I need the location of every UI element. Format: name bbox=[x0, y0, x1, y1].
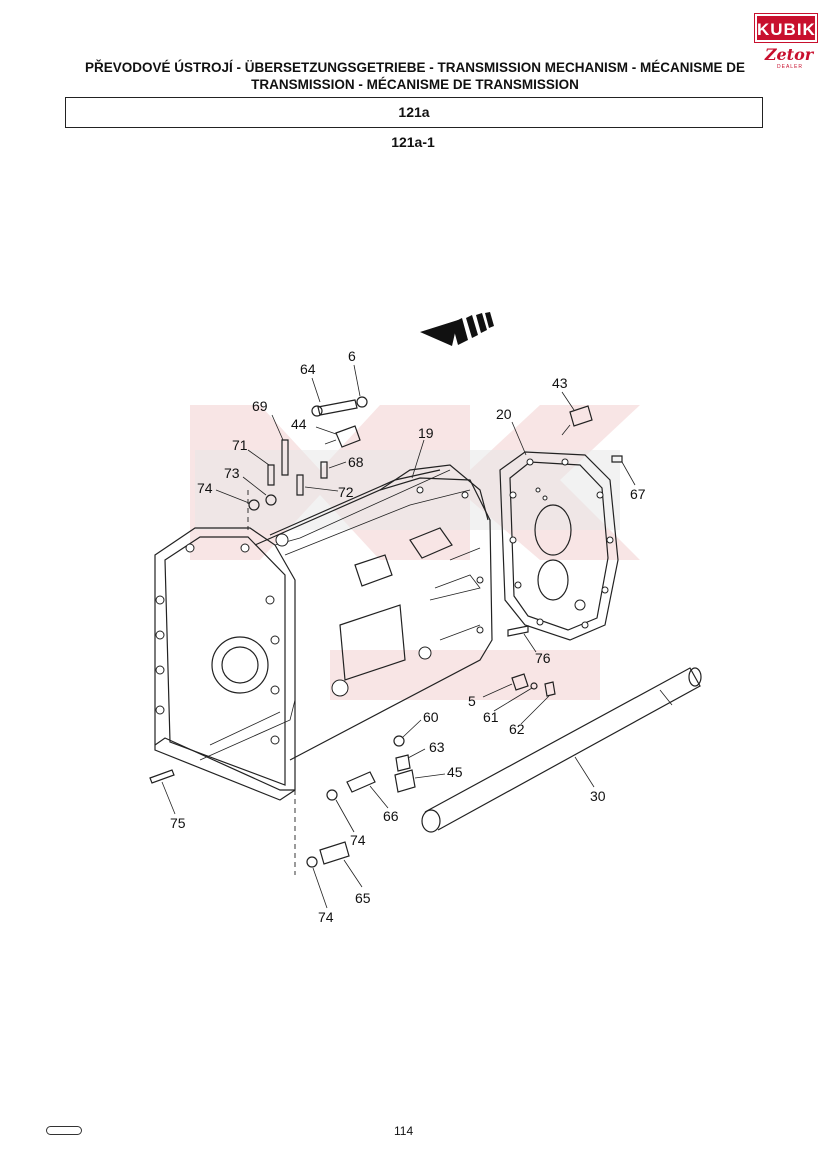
part-label-19: 19 bbox=[418, 425, 434, 441]
part-label-62: 62 bbox=[509, 721, 525, 737]
part-label-71: 71 bbox=[232, 437, 248, 453]
figure-id: 121a-1 bbox=[391, 134, 435, 150]
title-line-1: PŘEVODOVÉ ÚSTROJÍ - ÜBERSETZUNGSGETRIEBE… bbox=[84, 60, 746, 75]
part-label-61: 61 bbox=[483, 709, 499, 725]
section-number-box: 121a bbox=[65, 97, 763, 128]
part-label-73: 73 bbox=[224, 465, 240, 481]
part-label-45: 45 bbox=[447, 764, 463, 780]
page-number: 114 bbox=[394, 1124, 414, 1138]
part-label-64: 64 bbox=[300, 361, 316, 377]
part-label-75: 75 bbox=[170, 815, 186, 831]
part-label-72: 72 bbox=[338, 484, 354, 500]
part-label-69: 69 bbox=[252, 398, 268, 414]
page-title: PŘEVODOVÉ ÚSTROJÍ - ÜBERSETZUNGSGETRIEBE… bbox=[60, 59, 770, 93]
part-label-74-bottom: 74 bbox=[318, 909, 334, 925]
kubik-logo-text: KUBIK bbox=[755, 14, 817, 42]
part-label-66: 66 bbox=[383, 808, 399, 824]
leader-lines bbox=[161, 364, 636, 909]
part-label-68: 68 bbox=[348, 454, 364, 470]
part-label-63: 63 bbox=[429, 739, 445, 755]
part-label-43: 43 bbox=[552, 375, 568, 391]
part-label-5: 5 bbox=[468, 693, 476, 709]
dealer-watermark bbox=[190, 405, 640, 700]
part-label-30: 30 bbox=[590, 788, 606, 804]
part-label-6: 6 bbox=[348, 348, 356, 364]
small-parts bbox=[149, 396, 623, 875]
part-label-44: 44 bbox=[291, 416, 307, 432]
part-label-60: 60 bbox=[423, 709, 439, 725]
zetor-logo-text: Zetor bbox=[764, 45, 814, 64]
transmission-housing bbox=[154, 464, 493, 801]
dealer-logo-text: DEALER bbox=[777, 64, 804, 70]
footer-logo-mark bbox=[46, 1126, 82, 1135]
shaft bbox=[421, 667, 702, 833]
part-label-76: 76 bbox=[535, 650, 551, 666]
part-label-74-middle: 74 bbox=[350, 832, 366, 848]
part-number-labels: 64 6 43 69 44 20 19 71 68 73 72 74 67 76… bbox=[170, 348, 646, 925]
direction-arrow-icon bbox=[420, 312, 494, 346]
part-label-67: 67 bbox=[630, 486, 646, 502]
part-label-65: 65 bbox=[355, 890, 371, 906]
part-label-20: 20 bbox=[496, 406, 512, 422]
part-label-74-top: 74 bbox=[197, 480, 213, 496]
title-line-2: TRANSMISSION - MÉCANISME DE TRANSMISSION bbox=[251, 77, 579, 92]
kubik-zetor-logo: KUBIK Zetor DEALER bbox=[755, 14, 817, 70]
cover-plate bbox=[499, 451, 619, 641]
